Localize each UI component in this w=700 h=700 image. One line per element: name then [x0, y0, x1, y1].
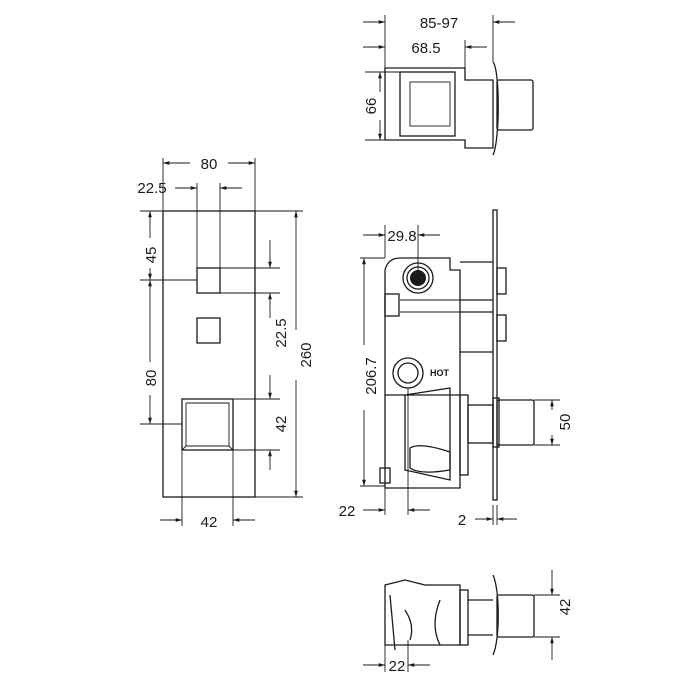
dim-260-height: 260: [298, 342, 315, 367]
diverter-button-2: [196, 317, 221, 344]
top-view: 85-97 68.5 66: [363, 15, 534, 156]
dim-22-5-gap: 22.5: [273, 318, 290, 347]
thermostatic-control: [181, 398, 234, 451]
dim-2: 2: [458, 512, 466, 529]
dim-50: 50: [557, 414, 574, 431]
dim-42-bottom: 42: [557, 599, 574, 616]
dim-66: 66: [363, 98, 380, 115]
dim-22-5-offset: 22.5: [137, 180, 166, 197]
bottom-view: 42 22: [363, 570, 574, 675]
dim-80-width: 80: [201, 156, 218, 173]
dim-42-width: 42: [201, 514, 218, 531]
mounting-plate: [492, 209, 498, 501]
dim-22-depth: 22: [339, 503, 356, 520]
front-view: 80 22.5 45 80 22.5 260 42 42: [137, 156, 315, 531]
dim-45: 45: [143, 247, 160, 264]
dim-206-7: 206.7: [363, 357, 380, 395]
dim-68-5: 68.5: [411, 40, 440, 57]
dim-80-spacing: 80: [143, 370, 160, 387]
side-view: HOT 29.8 206.7 50 22 2: [339, 209, 574, 529]
control-knob: [496, 399, 535, 446]
diverter-button-1: [196, 267, 221, 294]
dim-29-8: 29.8: [387, 228, 416, 245]
dim-85-97: 85-97: [420, 15, 458, 32]
faceplate: [162, 210, 256, 498]
dim-22-bottom: 22: [389, 658, 406, 675]
hot-label: HOT: [430, 368, 450, 378]
dim-42-height: 42: [273, 416, 290, 433]
